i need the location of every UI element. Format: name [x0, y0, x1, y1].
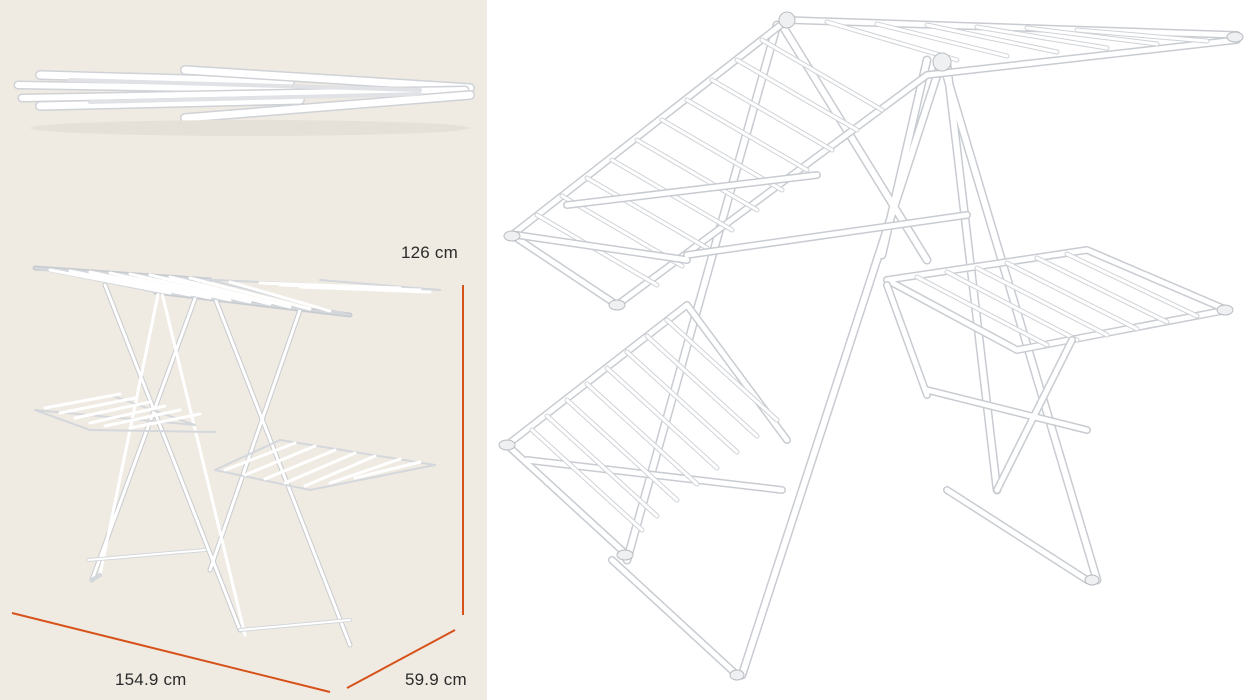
- folded-rack-image: [13, 65, 475, 136]
- dimensions-panel: 126 cm 154.9 cm 59.9 cm: [0, 0, 487, 700]
- drying-rack-image: [498, 11, 1244, 681]
- product-photo-panel: [487, 0, 1250, 700]
- rack-diagram: [11, 265, 464, 693]
- dimension-lines: [11, 285, 464, 693]
- height-dimension-label: 126 cm: [401, 243, 458, 262]
- depth-dimension-label: 59.9 cm: [405, 670, 467, 689]
- width-dimension-label: 154.9 cm: [115, 670, 187, 689]
